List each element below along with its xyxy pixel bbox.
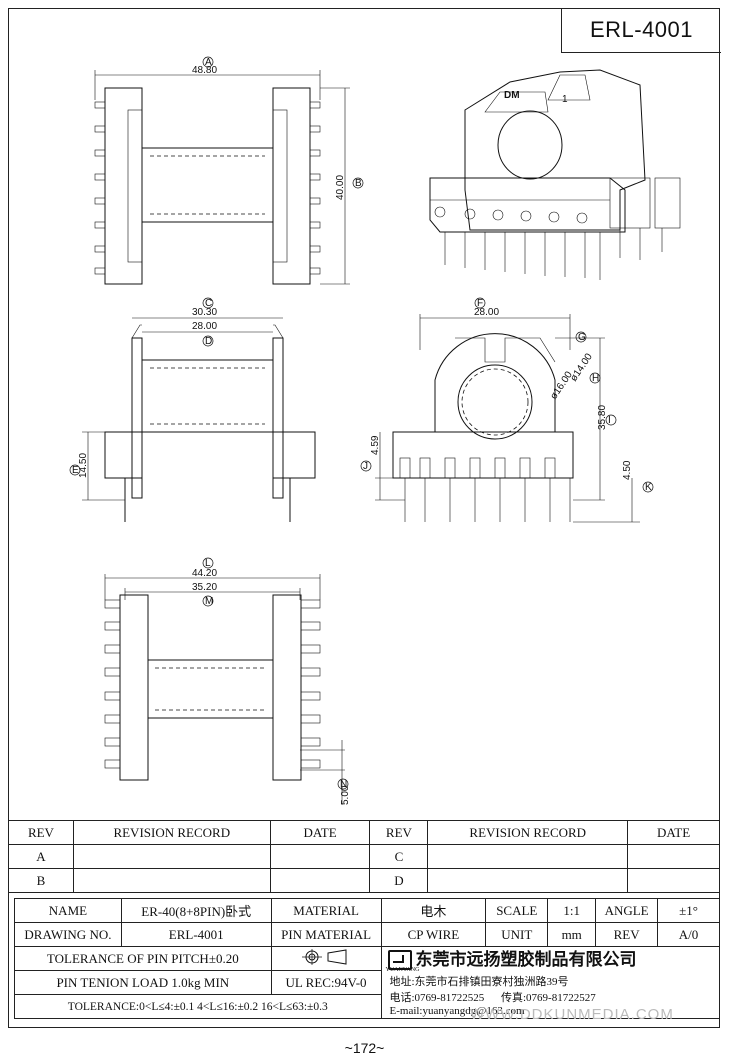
iso-dm-label: DM (504, 90, 520, 101)
rev-row-a: A (8, 844, 74, 869)
drawing-no-value: ERL-4001 (120, 922, 272, 947)
tolerance-pitch: TOLERANCE OF PIN PITCH±0.20 (14, 946, 272, 971)
dim-f: 28.00 (474, 307, 499, 318)
scale-value: 1:1 (547, 898, 597, 923)
dim-c-letter: C (205, 298, 212, 309)
dim-c: 30.30 (192, 307, 217, 318)
rev-row-b: B (8, 868, 74, 893)
dim-j-letter: J (363, 461, 368, 472)
dim-l: 44.20 (192, 568, 217, 579)
unit-label: UNIT (485, 922, 549, 947)
company-address: 地址:东莞市石排镇田寮村独洲路39号 (389, 975, 569, 988)
company-block: 东莞市远扬塑胶制品有限公司 YUANYANG 地址:东莞市石排镇田寮村独洲路39… (380, 946, 720, 1019)
dim-k-letter: K (645, 482, 652, 493)
rev-label: REV (595, 922, 659, 947)
drawing-no-label: DRAWING NO. (14, 922, 122, 947)
company-phone: 电话:0769-81722525 (389, 991, 485, 1004)
dim-b: 40.00 (335, 175, 346, 200)
dim-i: 35.80 (597, 405, 608, 430)
company-name: 东莞市远扬塑胶制品有限公司 (415, 949, 637, 970)
projection-icon (302, 948, 347, 965)
revision-record-header-left: REVISION RECORD (72, 820, 271, 845)
rev-header-left: REV (8, 820, 74, 845)
company-email: E-mail:yuanyangdg@163.com (389, 1004, 525, 1017)
dim-d-letter: D (205, 336, 212, 347)
company-logo-text: YUANYANG (385, 966, 420, 973)
iso-one-label: 1 (562, 94, 568, 105)
dim-n-letter: N (340, 779, 347, 790)
isometric-view: DM 1 (429, 69, 681, 280)
dim-m: 35.20 (192, 582, 217, 593)
dim-a: 48.80 (192, 65, 217, 76)
front-view: 30.30 28.00 C D 14.50 E (69, 297, 316, 522)
top-view: 48.80 A 40.00 B (94, 56, 364, 285)
watermark: WWW.DDKUNMEDIA.COM (470, 1006, 674, 1023)
date-header-right: DATE (627, 820, 720, 845)
revision-table: REV REVISION RECORD DATE REV REVISION RE… (8, 820, 720, 893)
material-value: 电木 (380, 898, 487, 923)
dim-g-letter: G (578, 332, 586, 343)
side-view: 28.00 F ø14.00 ø16.00 G H 35.80 I 4.59 J (360, 297, 654, 523)
dim-k: 4.50 (622, 460, 633, 480)
dim-d: 28.00 (192, 321, 217, 332)
tolerance-line: TOLERANCE:0<L≤4:±0.1 4<L≤16:±0.2 16<L≤63… (14, 994, 382, 1019)
page-number: ~172~ (344, 1040, 385, 1056)
rev-value: A/0 (657, 922, 720, 947)
dim-m-letter: M (205, 596, 213, 607)
dim-j: 4.59 (370, 435, 381, 455)
dim-i-letter: I (608, 415, 611, 426)
pin-material-label: PIN MATERIAL (270, 922, 382, 947)
date-header-left: DATE (269, 820, 371, 845)
technical-drawing: 48.80 A 40.00 B DM 1 (69, 56, 681, 805)
drawing-sheet (8, 8, 720, 1028)
angle-value: ±1° (657, 898, 720, 923)
dim-h-letter: H (592, 373, 599, 384)
ul-rec: UL REC:94V-0 (270, 970, 382, 995)
drawing-title: ERL-4001 (561, 8, 721, 53)
dim-e: 14.50 (78, 453, 89, 478)
bottom-view: 44.20 35.20 L M 5.00 N (104, 557, 351, 805)
unit-value: mm (547, 922, 597, 947)
dim-l-letter: L (205, 558, 211, 569)
pin-load: PIN TENION LOAD 1.0kg MIN (14, 970, 272, 995)
dim-n: 5.00 (340, 785, 351, 805)
name-value: ER-40(8+8PIN)卧式 (120, 898, 272, 923)
rev-row-c: C (369, 844, 429, 869)
scale-label: SCALE (485, 898, 549, 923)
rev-header-right: REV (369, 820, 429, 845)
dim-e-letter: E (72, 465, 79, 476)
dim-a-letter: A (205, 57, 212, 68)
angle-label: ANGLE (595, 898, 659, 923)
title-block-table: NAME ER-40(8+8PIN)卧式 MATERIAL 电木 SCALE 1… (14, 898, 720, 1019)
material-label: MATERIAL (270, 898, 382, 923)
company-fax: 传真:0769-81722527 (500, 991, 596, 1004)
name-label: NAME (14, 898, 122, 923)
company-logo-icon (387, 949, 412, 970)
revision-record-header-right: REVISION RECORD (427, 820, 629, 845)
pin-material-value: CP WIRE (380, 922, 487, 947)
projection-symbol (270, 946, 382, 971)
dim-f-letter: F (477, 298, 483, 309)
dim-h: ø16.00 (548, 369, 575, 401)
dim-b-letter: B (355, 178, 362, 189)
rev-row-d: D (369, 868, 429, 893)
